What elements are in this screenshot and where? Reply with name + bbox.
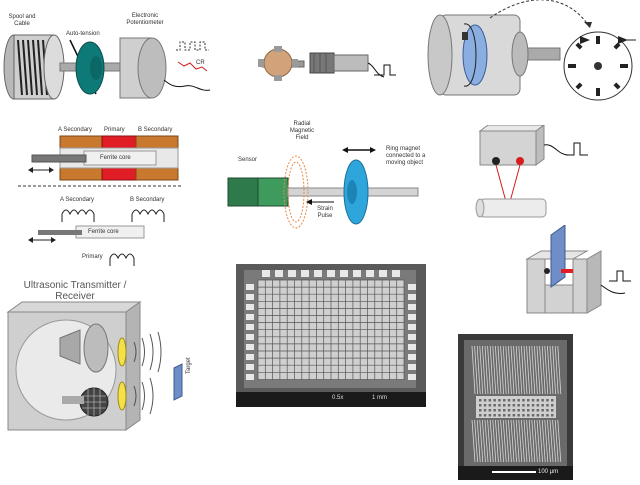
radial-magnetic-field [287, 161, 305, 223]
signal-wave [176, 41, 209, 51]
proximity-sensor-diagram [250, 35, 410, 95]
lvdt-core-label: Ferrite core [100, 155, 131, 161]
comb-micrograph-graphic [458, 334, 573, 480]
grid-scale-bar-label: 1 mm [372, 395, 387, 401]
target-disk [263, 48, 293, 78]
sensor-head [227, 177, 259, 207]
potentiometer-face [137, 37, 167, 99]
slot-vane [550, 224, 566, 288]
sensor-body [333, 54, 369, 72]
transmitter-element [117, 337, 127, 367]
optical-triangulation-diagram [470, 124, 610, 225]
proximity-sensor-graphic [258, 46, 396, 81]
primary-coil-schematic [109, 253, 135, 260]
mems-grid-micrograph: 0.5x 1 mm [236, 264, 426, 407]
lvdt-a-secondary-coil-label: A Secondary [60, 197, 95, 203]
encoder-graphic [427, 0, 636, 101]
mems-comb-micrograph: 100 µm [458, 334, 573, 480]
ultrasonic-title: Ultrasonic Transmitter /Receiver [23, 280, 127, 302]
comb-fingers [471, 345, 562, 463]
auto-tension-label: Auto-tension [66, 31, 100, 37]
ultrasonic-diagram: Ultrasonic Transmitter /Receiver Target [0, 278, 215, 433]
encoder-detail-arrow [489, 0, 591, 29]
laser-receiver [516, 157, 524, 165]
lvdt-primary-label: Primary [104, 127, 125, 133]
sensor-cable [543, 144, 569, 156]
sensor-wire [367, 62, 385, 78]
slot-sensor-diagram [525, 224, 640, 315]
sound-waves [133, 331, 162, 415]
ultrasonic-graphic [6, 301, 183, 431]
slot-detector [561, 269, 573, 273]
slot-sensor-cable [600, 284, 626, 294]
lvdt-secondary-a-label: A Secondary [58, 127, 93, 133]
receiver-element [117, 381, 127, 411]
slotted-code-disk [563, 31, 633, 101]
light-emitter-detector [580, 36, 636, 44]
measured-cylinder [479, 198, 547, 218]
potentiometer-wire [163, 79, 211, 91]
slot-sensor-left-arm [526, 258, 546, 314]
triangulation-sensor-body [479, 130, 537, 166]
pulse-signal [374, 64, 396, 76]
target-label: Target [186, 357, 192, 374]
triangulation-graphic [475, 124, 588, 218]
lvdt-b-secondary-coil-label: B Secondary [130, 197, 165, 203]
grid-lines [257, 279, 405, 380]
bond-pads [246, 270, 416, 380]
comb-proof-mass [476, 396, 556, 418]
lvdt-primary-coil-label: Primary [82, 254, 103, 260]
lvdt-diagram: A Secondary Primary B Secondary Ferrite … [18, 118, 198, 278]
ccr-label: CR [196, 60, 205, 66]
grid-caption: 0.5x [332, 395, 344, 401]
strain-pulse-label: Strain Pulse [317, 206, 333, 219]
secondary-a-coil-schematic [61, 209, 95, 216]
output-pulse [566, 142, 588, 156]
comb-scale-bar-label: 100 µm [538, 469, 559, 475]
slot-sensor-graphic [525, 224, 631, 314]
ring-magnet-label: Ring magnet connected to a moving object [386, 146, 426, 166]
lvdt-secondary-b-label: B Secondary [138, 127, 173, 133]
slot-output-pulse [609, 270, 631, 282]
secondary-b-coil-schematic [131, 209, 165, 216]
laser-emitter [492, 157, 500, 165]
optical-encoder-diagram [420, 0, 640, 110]
slot-sensor-right-arm [572, 258, 588, 314]
encoder-code-disk [462, 24, 488, 86]
lvdt-graphic [18, 135, 183, 266]
magnetostrictive-diagram: Radial Magnetic Field Sensor Ring magnet… [224, 112, 470, 242]
sensor-label: Sensor [238, 157, 258, 163]
lvdt-bottom-core-label: Ferrite core [88, 229, 119, 235]
proof-mass-holes [479, 399, 554, 417]
ultrasonic-target [173, 363, 183, 401]
radial-field-label: Radial Magnetic Field [289, 121, 315, 141]
string-pot-graphic [3, 34, 211, 100]
ccr-signal-trace [177, 61, 208, 72]
magnetostrictive-graphic [227, 147, 419, 229]
grid-micrograph-graphic [236, 264, 426, 407]
lvdt-push-rod [31, 154, 87, 163]
transmitter-horn [83, 323, 109, 373]
